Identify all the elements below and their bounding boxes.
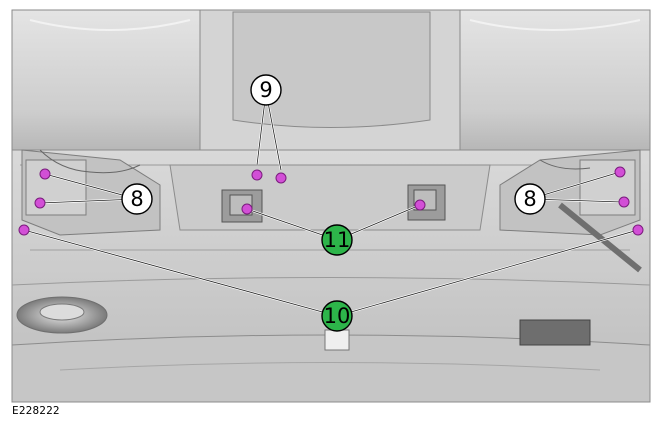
fastener-8-right-lower [618,196,630,208]
figure-id: E228222 [12,404,60,417]
callout-10: 10 [321,300,353,332]
floor-bracket [324,319,591,351]
fastener-10-right [632,224,644,236]
callout-8-right: 8 [514,183,546,215]
left-seat-hinge [221,189,263,223]
fastener-9-left [251,169,263,181]
left-side-panel [21,149,161,236]
callout-9-label: 9 [259,78,272,102]
fastener-11-right [414,199,426,211]
fastener-8-right-upper [614,166,626,178]
seat-back [11,9,651,157]
callout-8-left: 8 [121,183,153,215]
fastener-8-left-lower [34,197,46,209]
right-seat-hinge [407,184,446,221]
fastener-11-left [241,203,253,215]
fastener-8-left-upper [39,168,51,180]
wiring [39,149,591,174]
highlighted-fasteners [18,166,644,236]
callout-8-right-label: 8 [523,187,536,211]
callout-11: 11 [321,224,353,256]
speaker [16,296,108,334]
callout-11-label: 11 [324,228,351,252]
fastener-9-right [275,172,287,184]
seat-pan-floor [11,149,651,403]
callout-10-label: 10 [324,304,351,328]
fastener-10-left [18,224,30,236]
callout-9: 9 [250,74,282,106]
callout-8-left-label: 8 [130,187,143,211]
leader-lines-dark [23,91,639,317]
